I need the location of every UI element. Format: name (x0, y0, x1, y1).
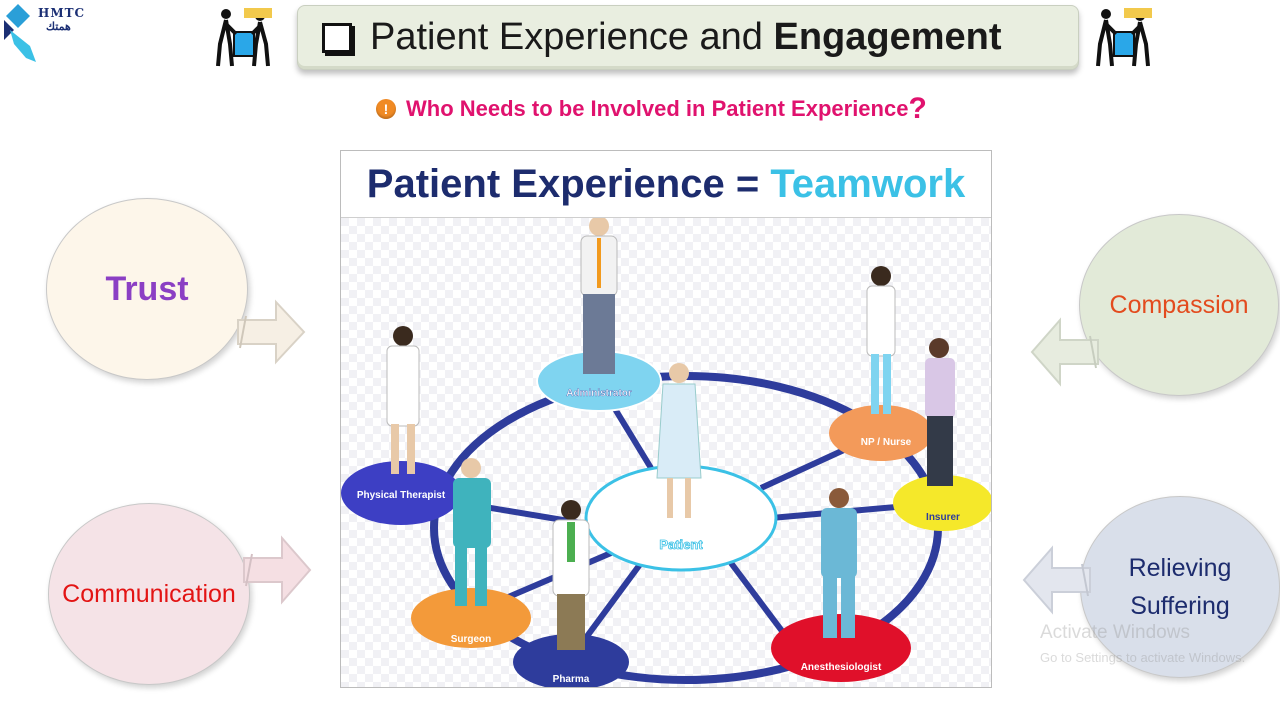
heading-main: Patient Experience = (366, 162, 771, 206)
suffering-line: Suffering (1130, 592, 1230, 620)
question-line: ! Who Needs to be Involved in Patient Exp… (376, 92, 927, 125)
question-mark: ? (908, 92, 927, 125)
trust-circle: Trust (46, 198, 248, 380)
team-cart-icon (216, 8, 272, 67)
node-insurer (893, 475, 991, 531)
logo-mark-icon (4, 4, 36, 62)
compassion-label: Compassion (1109, 290, 1249, 319)
arrow-left-icon (1022, 545, 1091, 615)
people-figures (386, 218, 955, 650)
arrow-right-icon (237, 299, 306, 365)
team-cart-icon (1096, 8, 1152, 67)
node-nurse (829, 405, 933, 461)
arrow-left-icon (1030, 317, 1099, 387)
therapist-person (386, 326, 420, 474)
insurer-person (925, 338, 955, 486)
nurse-person (866, 266, 896, 414)
activate-windows-watermark: Activate Windows Go to Settings to activ… (1040, 622, 1245, 665)
logo-text: HMTC (38, 6, 86, 20)
node-patient (584, 464, 778, 572)
label-nurse: NP / Nurse (861, 437, 912, 448)
watermark-line1: Activate Windows (1040, 622, 1190, 643)
label-anesthesiologist: Anesthesiologist (801, 662, 882, 673)
compassion-circle: Compassion (1079, 214, 1279, 396)
node-pharma (513, 634, 629, 687)
checkbox-icon (322, 23, 352, 53)
anesthesiologist-person (821, 488, 857, 638)
label-physical-therapist: Physical Therapist (357, 490, 446, 501)
label-surgeon: Surgeon (451, 634, 492, 645)
watermark-line2: Go to Settings to activate Windows. (1040, 650, 1246, 665)
teamwork-heading: Patient Experience = Teamwork (341, 151, 991, 218)
administrator-person (580, 218, 618, 374)
trust-label: Trust (105, 269, 189, 308)
hmtc-logo: HMTC همتك (0, 0, 100, 70)
label-patient: Patient (659, 537, 703, 552)
surgeon-person (453, 458, 491, 606)
node-anesthesiologist (771, 614, 911, 682)
pharma-person (552, 500, 590, 650)
label-pharma: Pharma (553, 674, 590, 685)
slide-title: Patient Experience and Engagement (370, 16, 1002, 59)
communication-circle: Communication (48, 503, 250, 685)
teamwork-figure: Patient Experience = Teamwork (340, 150, 992, 688)
title-prefix: Patient Experience and (370, 16, 774, 58)
heading-accent: Teamwork (770, 162, 966, 206)
title-banner: Patient Experience and Engagement (297, 5, 1079, 70)
patient-person (656, 363, 702, 518)
label-insurer: Insurer (926, 512, 960, 523)
node-surgeon (411, 588, 531, 648)
title-bold: Engagement (773, 16, 1002, 58)
exclamation-icon: ! (376, 99, 396, 119)
label-administrator: Administrator (566, 388, 632, 399)
logo-arabic-text: همتك (46, 21, 71, 33)
relieving-line: Relieving (1128, 554, 1232, 582)
communication-label: Communication (62, 579, 236, 608)
question-text: Who Needs to be Involved in Patient Expe… (406, 96, 909, 121)
arrow-right-icon (243, 535, 312, 605)
teamwork-diagram: Administrator Physical Therapist NP / Nu… (341, 218, 991, 687)
node-physical-therapist (341, 461, 461, 525)
